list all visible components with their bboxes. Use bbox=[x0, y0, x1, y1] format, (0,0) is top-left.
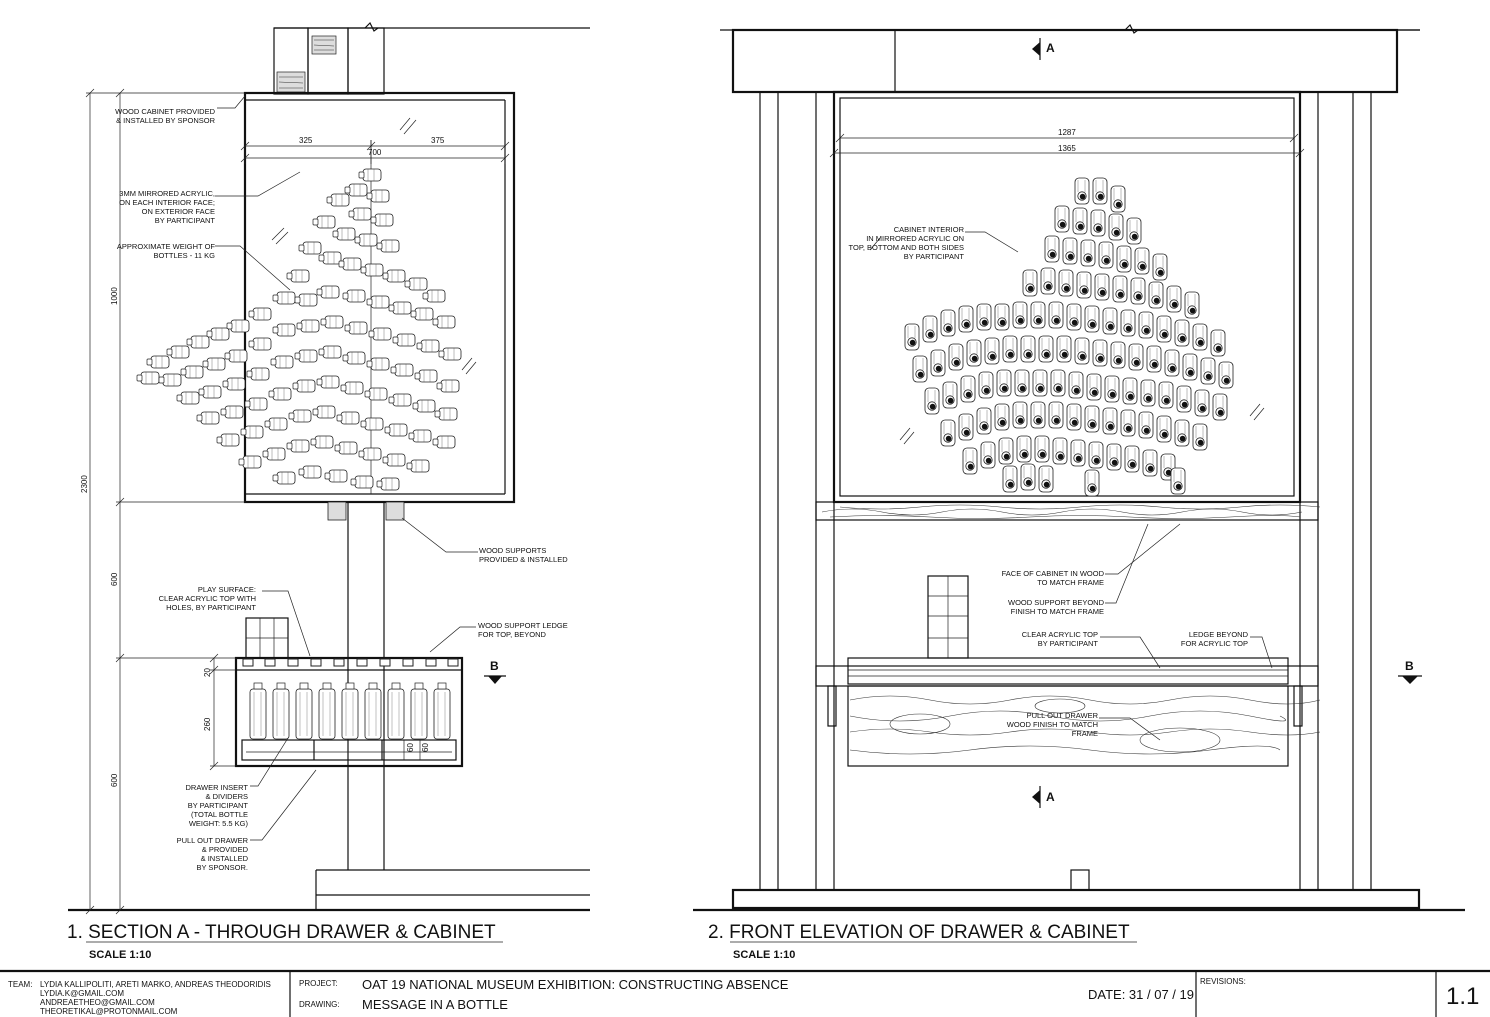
team-members: LYDIA KALLIPOLITI, ARETI MARKO, ANDREAS … bbox=[40, 980, 271, 1016]
dim-375: 375 bbox=[431, 136, 445, 145]
section-marker-b-left: B bbox=[490, 659, 499, 673]
note-wood-support-beyond: WOOD SUPPORT BEYOND FINISH TO MATCH FRAM… bbox=[1008, 598, 1105, 616]
revisions-label: REVISIONS: bbox=[1200, 977, 1246, 986]
svg-text:FINISH TO MATCH FRAME: FINISH TO MATCH FRAME bbox=[1011, 607, 1104, 616]
section-marker-a-bottom: A bbox=[1046, 790, 1055, 804]
section-marker-a-top: A bbox=[1046, 41, 1055, 55]
svg-text:(TOTAL BOTTLE: (TOTAL BOTTLE bbox=[191, 810, 248, 819]
dim-325: 325 bbox=[299, 136, 313, 145]
svg-text:CLEAR ACRYLIC TOP WITH: CLEAR ACRYLIC TOP WITH bbox=[159, 594, 256, 603]
svg-text:FOR TOP, BEYOND: FOR TOP, BEYOND bbox=[478, 630, 547, 639]
dim-260: 260 bbox=[203, 717, 212, 731]
dim-1287: 1287 bbox=[1058, 128, 1076, 137]
drawing-name: MESSAGE IN A BOTTLE bbox=[362, 997, 508, 1012]
dim-20: 20 bbox=[203, 668, 212, 677]
drawing-label: DRAWING: bbox=[299, 1000, 340, 1009]
note-pull-out-drawer-elevation: PULL OUT DRAWER WOOD FINISH TO MATCH FRA… bbox=[1007, 711, 1099, 738]
note-mirrored-acrylic: 3MM MIRRORED ACRYLIC, ON EACH INTERIOR F… bbox=[119, 189, 215, 225]
dim-60-b: 60 bbox=[421, 743, 430, 752]
svg-text:FACE OF CABINET IN WOOD: FACE OF CABINET IN WOOD bbox=[1002, 569, 1105, 578]
svg-text:THEORETIKAL@PROTONMAIL.COM: THEORETIKAL@PROTONMAIL.COM bbox=[40, 1007, 178, 1016]
note-ledge-beyond: LEDGE BEYOND FOR ACRYLIC TOP bbox=[1181, 630, 1249, 648]
svg-text:WOOD SUPPORTS: WOOD SUPPORTS bbox=[479, 546, 546, 555]
note-wood-supports: WOOD SUPPORTS PROVIDED & INSTALLED bbox=[479, 546, 568, 564]
svg-text:DRAWER INSERT: DRAWER INSERT bbox=[185, 783, 248, 792]
note-clear-acrylic-top: CLEAR ACRYLIC TOP BY PARTICIPANT bbox=[1022, 630, 1099, 648]
dim-1000: 1000 bbox=[110, 287, 119, 305]
drawing-date: DATE: 31 / 07 / 19 bbox=[1088, 987, 1194, 1002]
section-a-drawing bbox=[68, 21, 590, 915]
svg-text:WOOD SUPPORT BEYOND: WOOD SUPPORT BEYOND bbox=[1008, 598, 1105, 607]
svg-text:ANDREAETHEO@GMAIL.COM: ANDREAETHEO@GMAIL.COM bbox=[40, 998, 155, 1007]
dim-2300: 2300 bbox=[80, 475, 89, 493]
svg-text:BY SPONSOR.: BY SPONSOR. bbox=[196, 863, 248, 872]
note-support-ledge: WOOD SUPPORT LEDGE FOR TOP, BEYOND bbox=[478, 621, 568, 639]
svg-text:LYDIA KALLIPOLITI, ARETI MARKO: LYDIA KALLIPOLITI, ARETI MARKO, ANDREAS … bbox=[40, 980, 271, 989]
svg-text:BY PARTICIPANT: BY PARTICIPANT bbox=[1038, 639, 1099, 648]
svg-text:WOOD CABINET PROVIDED: WOOD CABINET PROVIDED bbox=[115, 107, 215, 116]
section-marker-b-right: B bbox=[1405, 659, 1414, 673]
note-drawer-insert: DRAWER INSERT & DIVIDERS BY PARTICIPANT … bbox=[185, 783, 248, 828]
svg-text:3MM MIRRORED ACRYLIC,: 3MM MIRRORED ACRYLIC, bbox=[119, 189, 215, 198]
team-label: TEAM: bbox=[8, 980, 32, 989]
svg-text:CABINET INTERIOR: CABINET INTERIOR bbox=[894, 225, 965, 234]
svg-text:& PROVIDED: & PROVIDED bbox=[202, 845, 249, 854]
note-play-surface: PLAY SURFACE: CLEAR ACRYLIC TOP WITH HOL… bbox=[159, 585, 257, 612]
svg-text:PULL OUT DRAWER: PULL OUT DRAWER bbox=[1027, 711, 1099, 720]
dim-700: 700 bbox=[368, 148, 382, 157]
front-elevation-scale: SCALE 1:10 bbox=[733, 949, 795, 961]
svg-text:ON EACH INTERIOR FACE;: ON EACH INTERIOR FACE; bbox=[119, 198, 215, 207]
svg-text:WOOD FINISH TO MATCH: WOOD FINISH TO MATCH bbox=[1007, 720, 1098, 729]
title-block bbox=[0, 969, 1490, 1017]
svg-text:HOLES, BY PARTICIPANT: HOLES, BY PARTICIPANT bbox=[166, 603, 256, 612]
dim-600-lower: 600 bbox=[110, 773, 119, 787]
dim-600-upper: 600 bbox=[110, 572, 119, 586]
svg-text:BOTTLES - 11 KG: BOTTLES - 11 KG bbox=[153, 251, 215, 260]
dim-1365: 1365 bbox=[1058, 144, 1076, 153]
svg-text:IN MIRRORED ACRYLIC ON: IN MIRRORED ACRYLIC ON bbox=[866, 234, 964, 243]
svg-text:LEDGE BEYOND: LEDGE BEYOND bbox=[1189, 630, 1249, 639]
svg-text:CLEAR ACRYLIC TOP: CLEAR ACRYLIC TOP bbox=[1022, 630, 1098, 639]
svg-text:FRAME: FRAME bbox=[1072, 729, 1098, 738]
front-elevation-title: 2. FRONT ELEVATION OF DRAWER & CABINET bbox=[708, 922, 1130, 943]
note-face-of-cabinet: FACE OF CABINET IN WOOD TO MATCH FRAME bbox=[1002, 569, 1105, 587]
svg-text:PROVIDED & INSTALLED: PROVIDED & INSTALLED bbox=[479, 555, 568, 564]
svg-text:BY PARTICIPANT: BY PARTICIPANT bbox=[188, 801, 249, 810]
sheet-number: 1.1 bbox=[1446, 983, 1479, 1010]
section-a-title: 1. SECTION A - THROUGH DRAWER & CABINET bbox=[67, 922, 496, 943]
note-cabinet-interior: CABINET INTERIOR IN MIRRORED ACRYLIC ON … bbox=[849, 225, 965, 261]
note-bottle-weight: APPROXIMATE WEIGHT OF BOTTLES - 11 KG bbox=[117, 242, 215, 260]
svg-text:APPROXIMATE WEIGHT OF: APPROXIMATE WEIGHT OF bbox=[117, 242, 215, 251]
svg-text:ON EXTERIOR FACE: ON EXTERIOR FACE bbox=[142, 207, 215, 216]
svg-text:FOR ACRYLIC TOP: FOR ACRYLIC TOP bbox=[1181, 639, 1248, 648]
svg-text:PULL OUT DRAWER: PULL OUT DRAWER bbox=[177, 836, 249, 845]
svg-text:PLAY SURFACE:: PLAY SURFACE: bbox=[198, 585, 256, 594]
project-label: PROJECT: bbox=[299, 979, 338, 988]
svg-text:& INSTALLED: & INSTALLED bbox=[201, 854, 249, 863]
section-a-scale: SCALE 1:10 bbox=[89, 949, 151, 961]
note-wood-cabinet: WOOD CABINET PROVIDED & INSTALLED BY SPO… bbox=[115, 107, 215, 125]
front-elevation-drawing bbox=[693, 23, 1465, 912]
svg-text:WEIGHT: 5.5 KG): WEIGHT: 5.5 KG) bbox=[189, 819, 249, 828]
svg-text:TOP, BOTTOM AND BOTH SIDES: TOP, BOTTOM AND BOTH SIDES bbox=[849, 243, 964, 252]
svg-text:TO MATCH FRAME: TO MATCH FRAME bbox=[1037, 578, 1104, 587]
project-name: OAT 19 NATIONAL MUSEUM EXHIBITION: CONST… bbox=[362, 977, 789, 992]
note-pull-out-drawer: PULL OUT DRAWER & PROVIDED & INSTALLED B… bbox=[177, 836, 249, 872]
drawer-bottles-section bbox=[249, 682, 451, 740]
svg-text:& INSTALLED BY SPONSOR: & INSTALLED BY SPONSOR bbox=[116, 116, 216, 125]
svg-text:BY PARTICIPANT: BY PARTICIPANT bbox=[155, 216, 216, 225]
svg-text:WOOD SUPPORT LEDGE: WOOD SUPPORT LEDGE bbox=[478, 621, 568, 630]
play-surface-holes bbox=[242, 658, 459, 667]
svg-text:LYDIA.K@GMAIL.COM: LYDIA.K@GMAIL.COM bbox=[40, 989, 124, 998]
svg-text:BY PARTICIPANT: BY PARTICIPANT bbox=[904, 252, 965, 261]
svg-text:& DIVIDERS: & DIVIDERS bbox=[205, 792, 248, 801]
dim-60-a: 60 bbox=[406, 743, 415, 752]
